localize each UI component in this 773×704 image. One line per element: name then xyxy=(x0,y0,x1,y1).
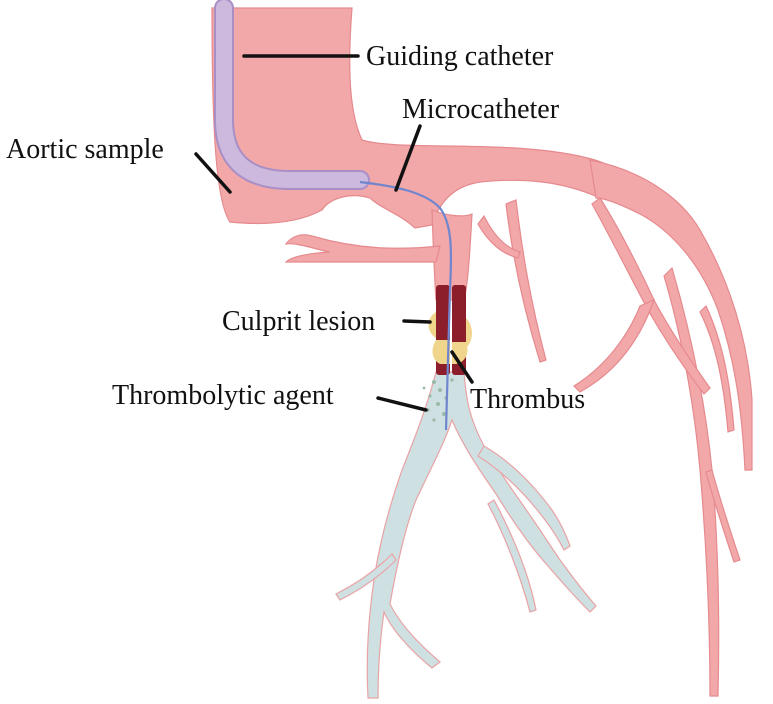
label-microcatheter: Microcatheter xyxy=(402,94,560,125)
mid-diagonal-branch xyxy=(591,197,711,395)
mid-short-branch xyxy=(505,199,547,363)
label-culprit-lesion: Culprit lesion xyxy=(222,306,375,337)
leader-lines xyxy=(194,54,474,412)
right-twig-branch xyxy=(705,469,741,563)
label-thrombus: Thrombus xyxy=(470,384,585,415)
treated-left-offshoot xyxy=(335,553,397,601)
agent-dot xyxy=(442,412,446,416)
leader-thrombus xyxy=(450,350,474,384)
agent-dot xyxy=(432,418,436,422)
lower-right-branch xyxy=(573,298,656,393)
culprit-plaque-lower xyxy=(432,340,450,364)
guiding-catheter-core xyxy=(216,0,368,188)
agent-dot xyxy=(432,380,436,384)
agent-dot xyxy=(438,388,442,392)
treated-vessel-tree xyxy=(335,371,597,699)
treated-lower-offshoot xyxy=(487,499,537,613)
thrombolytic-agent-particles xyxy=(422,378,454,422)
culprit-plaque-right xyxy=(466,318,472,348)
treated-main-trunk xyxy=(366,371,597,699)
leader-microcatheter xyxy=(394,124,422,192)
right-inner-branch xyxy=(699,304,735,433)
right-descending-branch xyxy=(663,266,720,697)
agent-dot xyxy=(428,394,432,398)
lesion-segment xyxy=(428,285,472,375)
culprit-plaque-left xyxy=(428,312,436,338)
microcatheter xyxy=(359,180,453,431)
right-sweeping-branch xyxy=(589,159,753,471)
leader-thrombolytic-agent xyxy=(376,396,428,412)
agent-dot xyxy=(422,386,426,390)
left-stub-branch xyxy=(284,234,441,263)
leader-aortic-sample xyxy=(194,152,232,194)
upper-small-branch xyxy=(477,214,521,259)
agent-dot xyxy=(450,378,454,382)
leader-culprit-lesion xyxy=(402,319,432,324)
label-guiding-catheter: Guiding catheter xyxy=(366,41,554,72)
label-thrombolytic-agent: Thrombolytic agent xyxy=(112,380,334,411)
treated-right-offshoot xyxy=(477,445,571,551)
label-aortic-sample: Aortic sample xyxy=(6,134,164,165)
agent-dot xyxy=(436,402,440,406)
